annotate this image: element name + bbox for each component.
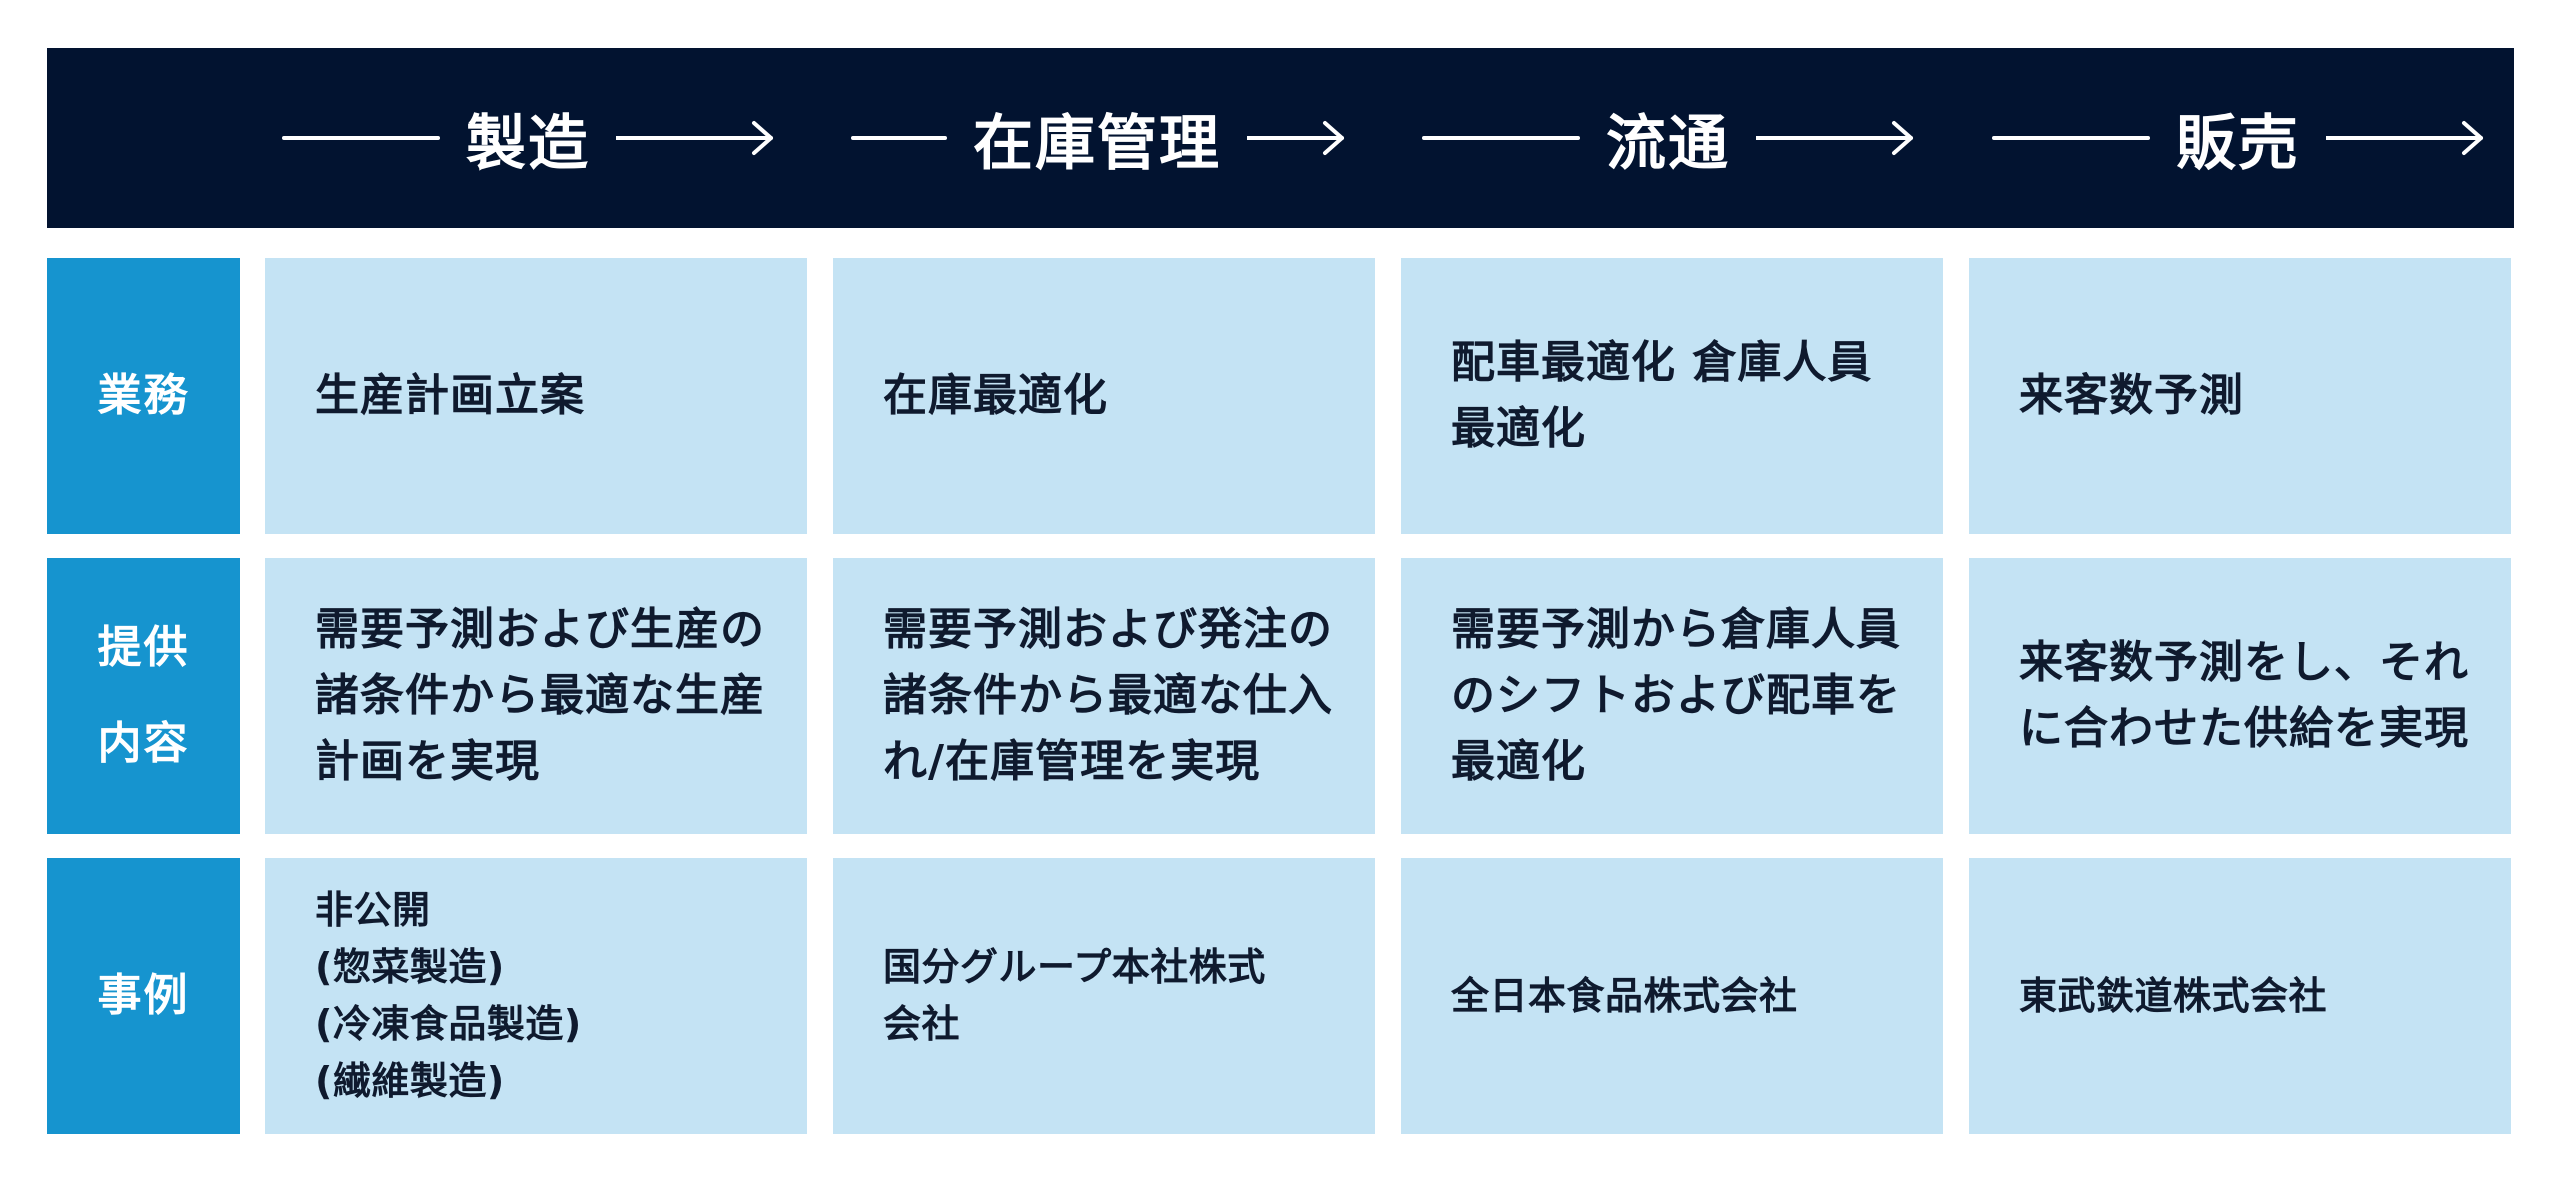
business-cell-distribution: 配車最適化 倉庫人員最適化 [1401,258,1943,534]
arrow-right-icon [2326,121,2483,155]
business-text: 在庫最適化 [883,370,1108,421]
stage-inventory: 在庫管理 [828,48,1370,228]
row-label-cases: 事例 [47,858,240,1134]
offering-cell-sales: 来客数予測をし、それに合わせた供給を実現 [1969,558,2511,834]
offering-cell-inventory: 需要予測および発注の諸条件から最適な仕入れ/在庫管理を実現 [833,558,1375,834]
stage-lead-line [1422,136,1580,140]
stage-distribution: 流通 [1398,48,1940,228]
business-cell-inventory: 在庫最適化 [833,258,1375,534]
business-text: 配車最適化 倉庫人員最適化 [1451,337,1873,454]
stage-sales: 販売 [1968,48,2510,228]
case-cell-distribution: 全日本食品株式会社 [1401,858,1943,1134]
stage-lead-line [1992,136,2150,140]
case-cell-manufacturing: 非公開 (惣菜製造) (冷凍食品製造) (繊維製造) [265,858,807,1134]
stage-label: 販売 [2176,108,2300,179]
row-label-text: 業務 [97,370,190,421]
arrow-right-icon [1247,121,1344,155]
case-text: (惣菜製造) [315,945,505,989]
case-text: 会社 [883,1002,961,1046]
case-cell-sales: 東武鉄道株式会社 [1969,858,2511,1134]
case-text: (冷凍食品製造) [315,1002,582,1046]
business-text: 生産計画立案 [315,370,585,421]
business-cell-sales: 来客数予測 [1969,258,2511,534]
offering-text: 需要予測および生産の諸条件から最適な生産計画を実現 [315,604,765,787]
row-label-text: 事例 [97,970,190,1021]
offering-text: 来客数予測をし、それに合わせた供給を実現 [2019,637,2469,754]
stage-label: 流通 [1606,108,1730,179]
case-text: 東武鉄道株式会社 [2019,973,2328,1018]
business-text: 来客数予測 [2019,370,2244,421]
arrow-right-icon [616,121,773,155]
business-cell-manufacturing: 生産計画立案 [265,258,807,534]
stage-label: 製造 [466,108,590,179]
row-label-text: 内容 [97,718,190,769]
case-text: (繊維製造) [315,1059,505,1103]
row-label-business: 業務 [47,258,240,534]
offering-cell-distribution: 需要予測から倉庫人員のシフトおよび配車を最適化 [1401,558,1943,834]
arrow-right-icon [1756,121,1913,155]
offering-text: 需要予測および発注の諸条件から最適な仕入れ/在庫管理を実現 [883,604,1333,787]
row-label-offering: 提供 内容 [47,558,240,834]
stage-lead-line [851,136,947,140]
case-text: 全日本食品株式会社 [1451,973,1798,1018]
stage-label: 在庫管理 [973,108,1221,179]
case-text: 国分グループ本社株式 [883,945,1266,989]
offering-cell-manufacturing: 需要予測および生産の諸条件から最適な生産計画を実現 [265,558,807,834]
case-text: 非公開 [315,888,431,932]
stage-lead-line [282,136,440,140]
offering-text: 需要予測から倉庫人員のシフトおよび配車を最適化 [1451,604,1901,787]
stage-manufacturing: 製造 [258,48,800,228]
row-label-text: 提供 [97,622,190,673]
case-cell-inventory: 国分グループ本社株式 会社 [833,858,1375,1134]
